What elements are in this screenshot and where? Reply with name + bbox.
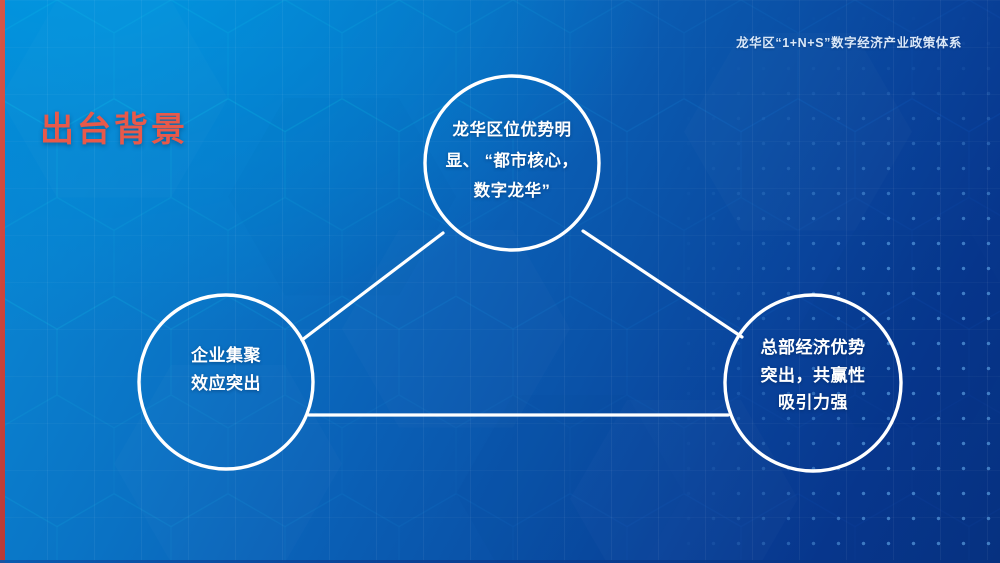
node-right-circle[interactable] bbox=[723, 293, 903, 473]
bottom-band bbox=[0, 560, 1000, 563]
slide-header-text: 龙华区“1+N+S”数字经济产业政策体系 bbox=[736, 36, 962, 50]
node-top-circle[interactable] bbox=[423, 74, 601, 252]
left-accent-strip bbox=[0, 0, 5, 563]
node-left-circle[interactable] bbox=[137, 293, 315, 471]
connector-left-top bbox=[300, 231, 445, 342]
connector-top-right bbox=[581, 229, 744, 339]
page-title: 出台背景 bbox=[40, 111, 188, 149]
